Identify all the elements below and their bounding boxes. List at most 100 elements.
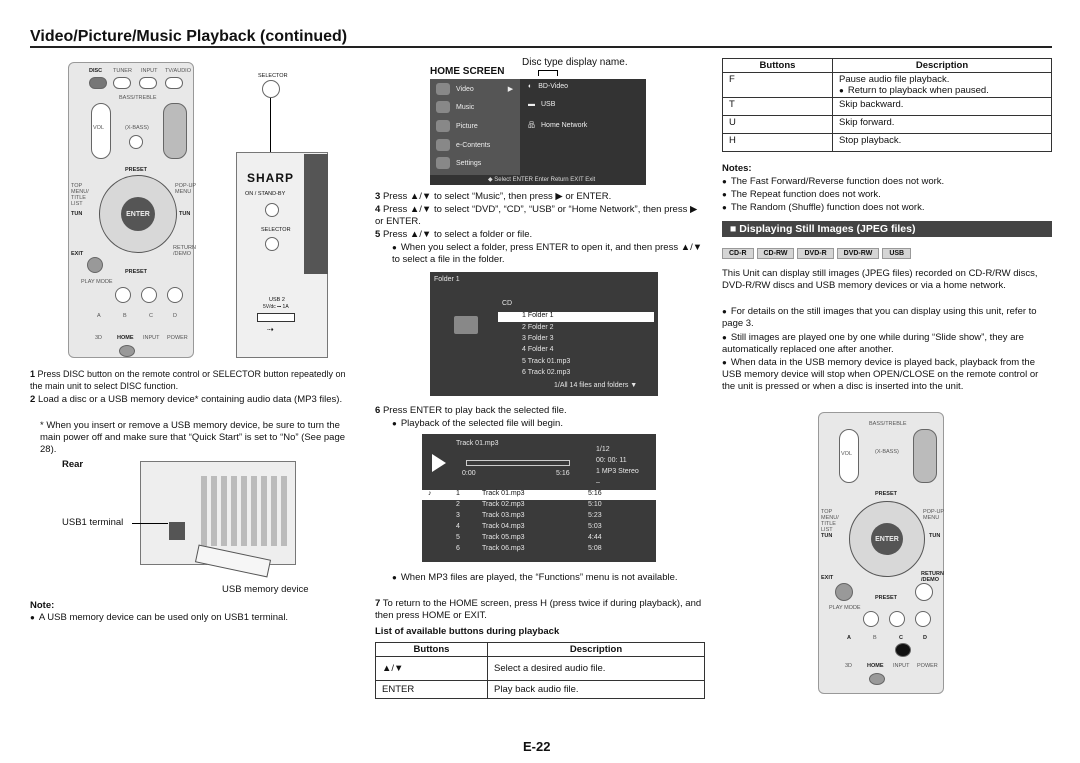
power-button-unit[interactable] [265,203,279,217]
tvaudio-button[interactable] [165,77,183,89]
video-icon [436,83,450,95]
folder-title: Folder 1 [434,276,460,283]
pause-description: Pause audio file playback. [839,74,950,85]
chip-dvdrw: DVD-RW [836,248,880,259]
stop-button-2[interactable] [863,611,879,627]
stop-button[interactable] [115,287,131,303]
table-cell-description: Skip backward. [832,97,1052,116]
table-row: F Pause audio file playback. Return to p… [722,72,1052,98]
folder-entry-3[interactable]: 3 Folder 3 [522,335,554,342]
progress-bar[interactable] [466,460,570,466]
step-3-text: Press ▲/▼ to select “Music”, then press … [382,191,612,202]
table-row: T Skip backward. [722,97,1052,116]
track-row-num: 6 [456,545,460,552]
track-row-name: Track 05.mp3 [482,534,525,541]
mute-button[interactable] [129,135,143,149]
track-row-len: 5:23 [588,512,602,519]
usb2-port[interactable] [257,313,295,322]
home-button-2[interactable] [869,673,885,685]
track-row-name: Track 02.mp3 [482,501,525,508]
table-cell-button: ENTER [375,680,488,699]
track-row-num: 3 [456,512,460,519]
home-screen-label: HOME SCREEN [430,66,505,77]
step-1-text: Press DISC button on the remote control … [30,369,346,391]
home-button[interactable] [119,345,135,357]
exit-button[interactable] [87,257,103,273]
track-row-name: Track 01.mp3 [482,490,525,497]
skip-rocker-2[interactable] [913,429,937,483]
music-icon [436,101,450,113]
track-count: 1/12 [596,446,610,453]
d-label: D [173,313,177,319]
play-button[interactable] [167,287,183,303]
volume-rocker-2[interactable] [839,429,859,483]
home-item-picture-label: Picture [456,122,478,130]
tuner-button[interactable] [113,77,131,89]
audio-format: 1 MP3 Stereo [596,468,639,475]
step-5-num: 5 [375,229,381,240]
home-item-music[interactable]: Music [436,101,474,113]
home-item-picture[interactable]: Picture [436,120,478,132]
chip-cdrw: CD-RW [756,248,795,259]
c-button-2[interactable] [895,643,911,657]
step-5-text: Press ▲/▼ to select a folder or file. [382,229,533,240]
folder-entry-1[interactable]: 1 Folder 1 [498,312,654,322]
skip-rocker[interactable] [163,103,187,159]
selector-button[interactable] [262,80,280,98]
enter-button-2[interactable]: ENTER [871,523,903,555]
section-heading: ■ Displaying Still Images (JPEG files) [722,221,1052,237]
home-item-video[interactable]: Video▶ [436,83,513,95]
table-row: H Stop playback. [722,133,1052,152]
track-row-len: 5:08 [588,545,602,552]
table-row: ▲/▼ Select a desired audio file. [375,656,705,681]
track-row[interactable]: ♪ 1 Track 01.mp3 5:16 [422,490,656,500]
exit-button-2[interactable] [835,583,853,601]
caption-bracket [538,70,558,76]
return-button-2[interactable] [915,583,933,601]
source-usb[interactable]: ▬USB [528,101,555,108]
folder-entry-4[interactable]: 4 Folder 4 [522,346,554,353]
enter-button[interactable]: ENTER [121,197,155,231]
home-item-settings[interactable]: Settings [436,157,481,169]
main-unit-illustration: SHARP ON / STAND-BY SELECTOR USB 2 5V/dc… [236,152,328,358]
volume-rocker[interactable] [91,103,111,159]
exit-label: EXIT [71,251,84,257]
popup-label: POP-UP MENU [175,183,196,195]
vol-label: VOL [93,125,105,131]
home-item-econtents[interactable]: e-Contents [436,139,490,151]
table-row: ENTER Play back audio file. [375,680,705,699]
onstandby-label: ON / STAND-BY [245,191,286,197]
home-screen-footer: ◆ Select ENTER Enter Return EXIT Exit [488,177,596,183]
selector-button-unit[interactable] [265,237,279,251]
folder-entry-1-label: 1 Folder 1 [522,312,554,319]
play-button-2[interactable] [915,611,931,627]
step-3-num: 3 [375,191,381,202]
folder-entry-5[interactable]: 5 Track 01.mp3 [522,358,571,365]
usb-icon: ⇢ [267,325,274,334]
track-row-len: 5:03 [588,523,602,530]
pause-button[interactable] [141,287,157,303]
input-button[interactable] [139,77,157,89]
b-label: B [123,313,127,319]
source-bdvideo[interactable]: ◐BD-Video [528,83,568,90]
step-7-num: 7 [375,598,381,609]
track-row-name: Track 06.mp3 [482,545,525,552]
preset-label-2: PRESET [875,491,898,497]
source-home-network-label: Home Network [541,121,588,129]
topmenu-label-2: TOP MENU/ TITLE LIST [821,509,839,533]
connector-row [201,476,287,546]
step-2-num: 2 [30,394,36,405]
folder-entry-6[interactable]: 6 Track 02.mp3 [522,369,571,376]
usb2-rating: 5V/dc ⎓ 1A [263,304,289,310]
usb1-port[interactable] [169,522,185,540]
playing-note-icon: ♪ [428,490,432,497]
pause-button-2[interactable] [889,611,905,627]
disc-button[interactable] [89,77,107,89]
table-cell-description: Stop playback. [832,133,1052,152]
time-start: 0:00 [462,470,476,477]
power-label: POWER [167,335,188,341]
folder-entry-2[interactable]: 2 Folder 2 [522,324,554,331]
home-item-econtents-label: e-Contents [456,141,491,149]
